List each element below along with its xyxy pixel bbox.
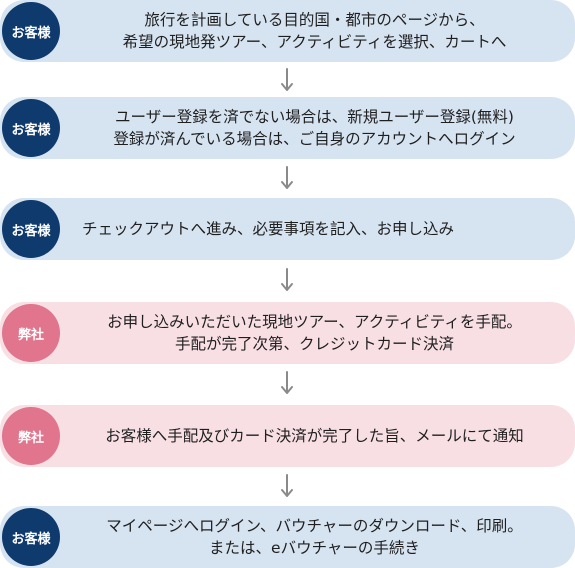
down-arrow-icon [281,166,293,189]
step-1-box: お客様 旅行を計画している目的国・都市のページから、 希望の現地発ツアー、アクテ… [0,0,575,62]
step-5-text: お客様へ手配及びカード決済が完了した旨、メールにて通知 [64,405,565,467]
step-4-actor-badge: 弊社 [2,304,60,362]
step-3-actor-badge: お客様 [2,200,60,258]
step-2-line-1: ユーザー登録を済でない場合は、新規ユーザー登録(無料) [115,108,514,126]
step-2-actor-badge: お客様 [2,99,60,157]
step-6-text: マイページへログイン、バウチャーのダウンロード、印刷。 または、eバウチャーの手… [64,506,565,568]
step-4-box: 弊社 お申し込みいただいた現地ツアー、アクティビティを手配。 手配が完了次第、ク… [0,302,575,364]
down-arrow-icon [281,268,293,291]
down-arrow-icon [281,68,293,91]
down-arrow-icon [281,474,293,497]
step-4-line-2: 手配が完了次第、クレジットカード決済 [174,335,454,353]
step-2-box: お客様 ユーザー登録を済でない場合は、新規ユーザー登録(無料) 登録が済んでいる… [0,97,575,159]
step-1-line-2: 希望の現地発ツアー、アクティビティを選択、カートへ [122,33,507,51]
step-6-line-2: または、eバウチャーの手続き [209,539,420,557]
step-1-line-1: 旅行を計画している目的国・都市のページから、 [144,11,485,29]
step-3-line-1: チェックアウトへ進み、必要事項を記入、お申し込み [82,220,455,238]
step-2-line-2: 登録が済んでいる場合は、ご自身のアカウントへログイン [113,130,516,148]
step-5-actor-badge: 弊社 [2,407,60,465]
step-4-text: お申し込みいただいた現地ツアー、アクティビティを手配。 手配が完了次第、クレジッ… [64,302,565,364]
step-5-box: 弊社 お客様へ手配及びカード決済が完了した旨、メールにて通知 [0,405,575,467]
step-2-text: ユーザー登録を済でない場合は、新規ユーザー登録(無料) 登録が済んでいる場合は、… [64,97,565,159]
step-5-line-1: お客様へ手配及びカード決済が完了した旨、メールにて通知 [105,427,524,445]
step-6-actor-badge: お客様 [2,508,60,566]
step-1-text: 旅行を計画している目的国・都市のページから、 希望の現地発ツアー、アクティビティ… [64,0,565,62]
step-3-text: チェックアウトへ進み、必要事項を記入、お申し込み [64,198,565,260]
step-1-actor-badge: お客様 [2,2,60,60]
step-3-box: お客様 チェックアウトへ進み、必要事項を記入、お申し込み [0,198,575,260]
step-4-line-1: お申し込みいただいた現地ツアー、アクティビティを手配。 [107,313,522,331]
down-arrow-icon [281,371,293,394]
step-6-line-1: マイページへログイン、バウチャーのダウンロード、印刷。 [106,517,523,535]
step-6-box: お客様 マイページへログイン、バウチャーのダウンロード、印刷。 または、eバウチ… [0,506,575,568]
